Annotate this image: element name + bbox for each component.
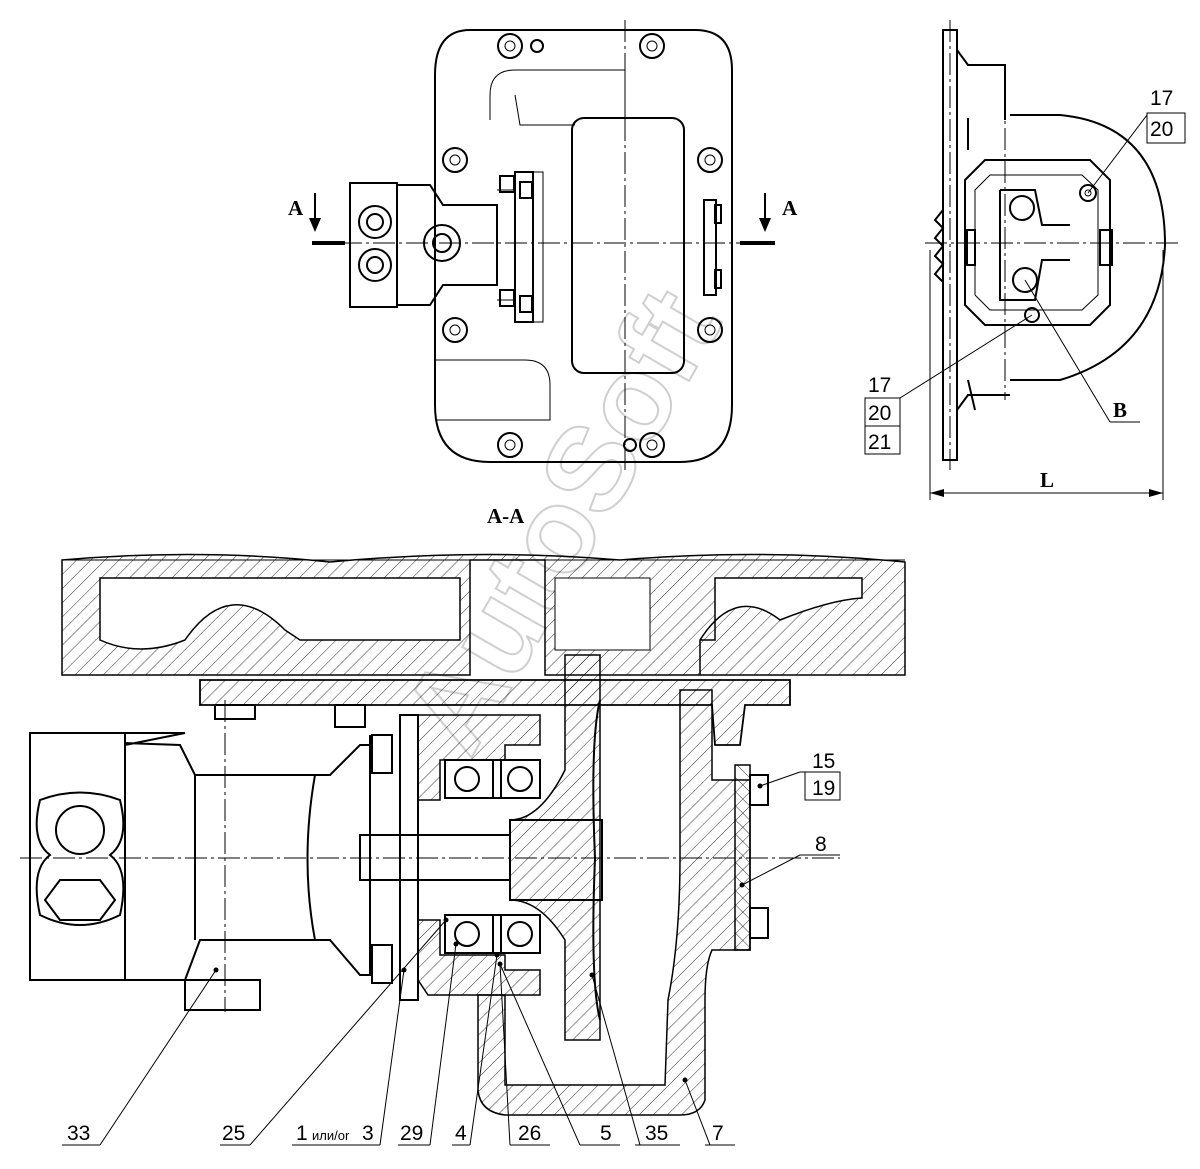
callout-20-top: 20 — [1150, 118, 1173, 141]
front-view: A A — [288, 20, 798, 470]
section-label-right: A — [782, 196, 798, 220]
callout-33: 33 — [67, 1122, 90, 1145]
callout-15: 15 — [812, 750, 835, 773]
callouts: 15 19 8 33 25 1 или/or 3 29 4 — [62, 750, 841, 1146]
side-view: L 17 20 17 20 21 B — [864, 20, 1186, 500]
callout-4: 4 — [455, 1122, 467, 1145]
section-arrow-left: A — [288, 193, 345, 245]
callout-8: 8 — [815, 833, 827, 856]
callout-1-b: 3 — [362, 1122, 374, 1145]
section-arrow-right: A — [740, 193, 798, 245]
callout-26: 26 — [518, 1122, 541, 1145]
callout-1-or: или/or — [312, 1128, 350, 1143]
bearing-top — [444, 759, 541, 799]
section-view: 15 19 8 33 25 1 или/or 3 29 4 — [20, 553, 906, 1146]
callout-20-bottom: 20 — [868, 402, 891, 425]
view-B-label: B — [1113, 398, 1127, 422]
callout-35: 35 — [645, 1122, 668, 1145]
callout-5: 5 — [600, 1122, 612, 1145]
section-label-left: A — [288, 196, 304, 220]
callout-29: 29 — [400, 1122, 423, 1145]
callout-19: 19 — [812, 777, 835, 800]
section-title: A-A — [487, 504, 525, 528]
callout-1-a: 1 — [296, 1122, 308, 1145]
dimension-L: L — [1040, 468, 1054, 492]
callout-17-top: 17 — [1150, 87, 1173, 110]
callout-25: 25 — [222, 1122, 245, 1145]
callout-21-bottom: 21 — [868, 431, 891, 454]
callout-17-bottom: 17 — [868, 374, 891, 397]
bearing-bottom — [444, 914, 541, 954]
bolt-holes — [442, 33, 723, 458]
callout-7: 7 — [712, 1122, 724, 1145]
